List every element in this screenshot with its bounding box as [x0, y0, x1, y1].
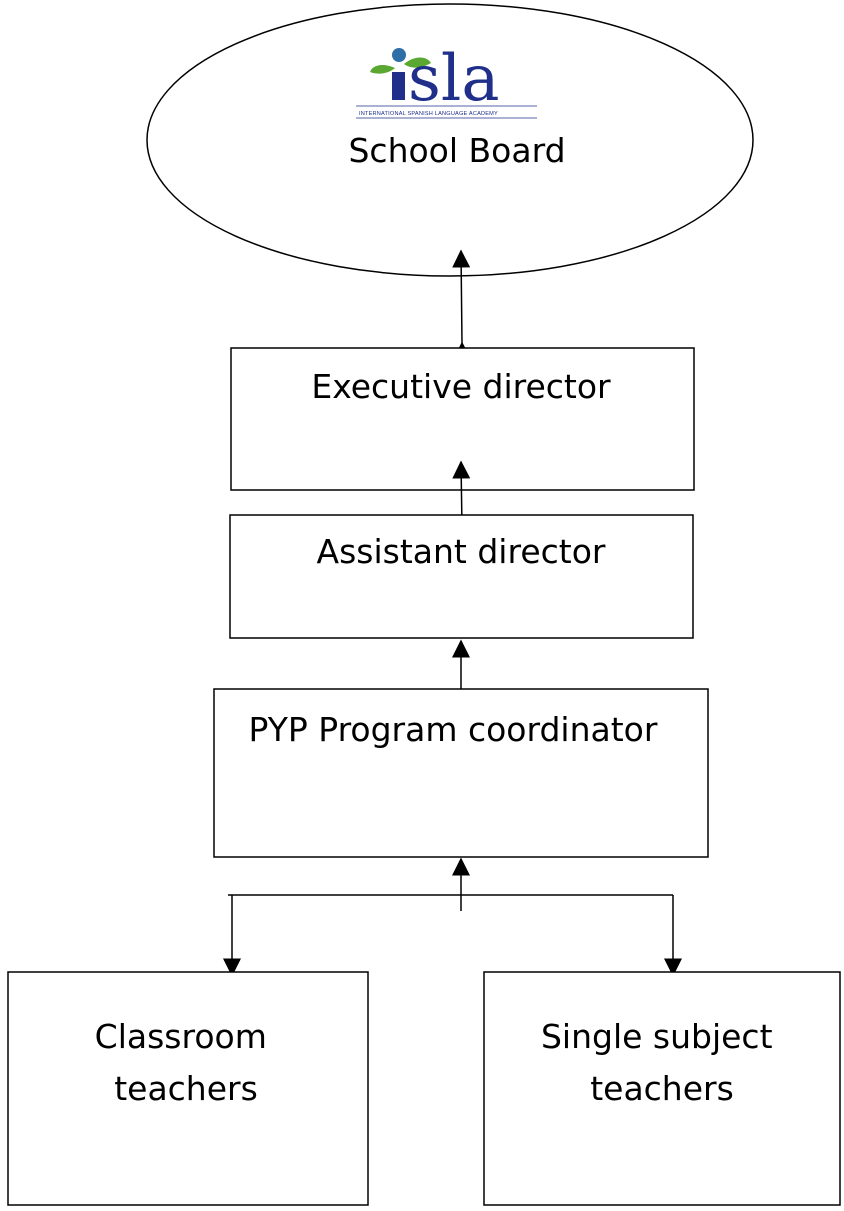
- leaf-icon: [370, 57, 431, 74]
- logo-tagline: INTERNATIONAL SPANISH LANGUAGE ACADEMY: [359, 111, 498, 117]
- pyp-coordinator-label: PYP Program coordinator: [249, 710, 658, 749]
- pyp-coordinator-box: [213, 688, 709, 858]
- classroom-teachers-line-1: Classroom: [95, 1017, 267, 1056]
- classroom-teachers-box: [7, 971, 369, 1206]
- executive-director-node: Executive director: [230, 347, 695, 491]
- assistant-director-node: Assistant director: [229, 514, 694, 639]
- assistant-director-label: Assistant director: [317, 532, 606, 571]
- school-board-node: sla INTERNATIONAL SPANISH LANGUAGE ACADE…: [146, 3, 754, 277]
- school-board-label: School Board: [348, 131, 565, 170]
- assistant-director-box: [229, 514, 694, 639]
- globe-icon: [392, 48, 406, 62]
- classroom-teachers-node: Classroom teachers: [7, 971, 369, 1206]
- connector-board-executive: [452, 249, 472, 360]
- single-subject-teachers-label: Single subject teachers: [541, 1017, 783, 1108]
- classroom-teachers-label: Classroom teachers: [95, 1017, 278, 1108]
- single-subject-teachers-line-2: teachers: [590, 1069, 734, 1108]
- single-subject-teachers-node: Single subject teachers: [483, 971, 841, 1206]
- logo-wordmark: sla: [408, 42, 499, 116]
- classroom-teachers-line-2: teachers: [114, 1069, 258, 1108]
- single-subject-teachers-box: [483, 971, 841, 1206]
- school-board-ellipse: [146, 3, 754, 277]
- isla-logo: sla INTERNATIONAL SPANISH LANGUAGE ACADE…: [356, 42, 537, 119]
- single-subject-teachers-line-1: Single subject: [541, 1017, 773, 1056]
- logo-i-stem: [392, 72, 405, 100]
- executive-director-label: Executive director: [311, 367, 611, 406]
- pyp-coordinator-node: PYP Program coordinator: [213, 688, 709, 858]
